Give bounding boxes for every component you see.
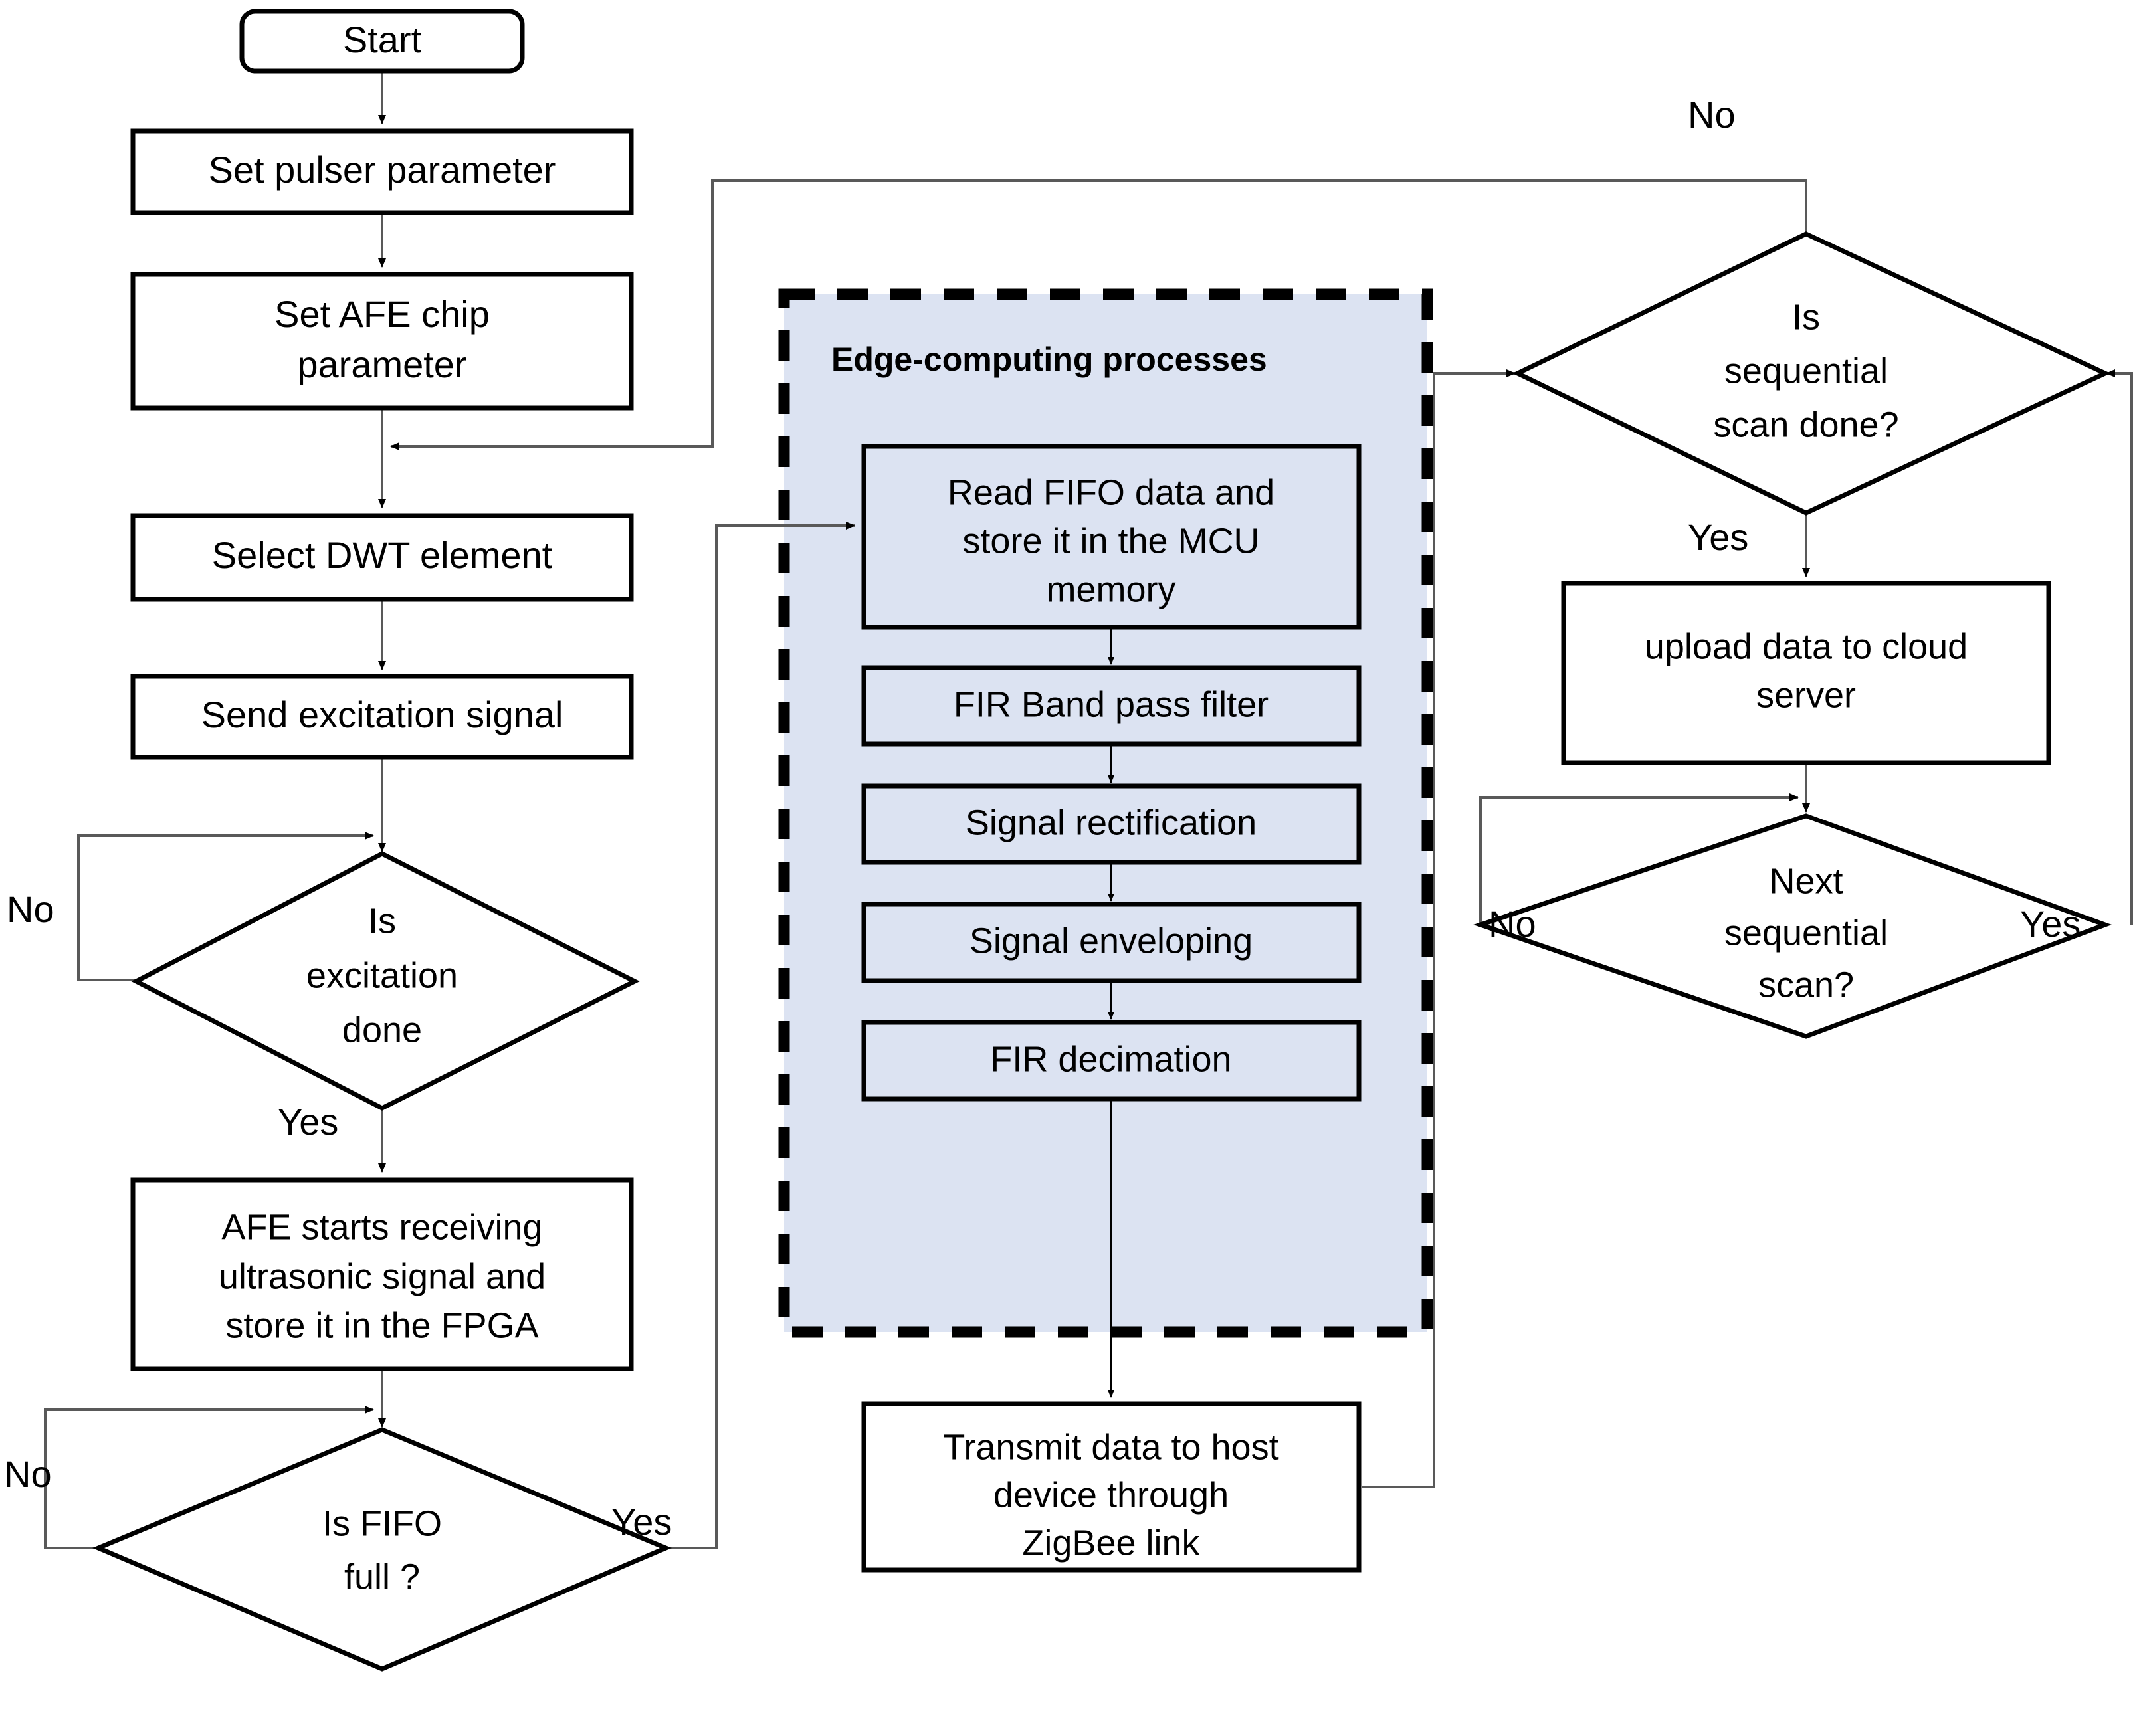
edge-computing-group-title-visible: Edge-computing processes	[831, 341, 1267, 378]
node-next-sequential-scan-line3: scan?	[1758, 965, 1854, 1005]
edge-next-scan-no-loop	[1479, 793, 1799, 925]
node-is-sequential-scan-done[interactable]	[1512, 231, 2111, 516]
node-is-excitation-done[interactable]	[131, 851, 640, 1111]
edge-scan-done-no-to-select-dwt	[390, 179, 1807, 450]
node-afe-receiving-line2: ultrasonic signal and	[219, 1256, 546, 1296]
node-transmit-data-line3: ZigBee link	[1022, 1523, 1200, 1563]
node-read-fifo-line2: store it in the MCU	[962, 521, 1259, 561]
node-is-fifo-full-line1: Is FIFO	[322, 1503, 442, 1543]
node-transmit-data-line2: device through	[993, 1475, 1229, 1515]
edge-label-excitation-yes: Yes	[278, 1101, 338, 1143]
node-read-fifo-line1: Read FIFO data and	[948, 472, 1274, 512]
node-upload-cloud[interactable]	[1561, 581, 2051, 765]
edge-next-scan-yes-to-scan-done	[2106, 369, 2133, 925]
node-is-sequential-scan-done-line2: sequential	[1724, 351, 1888, 391]
node-transmit-data[interactable]	[861, 1401, 1362, 1573]
node-send-excitation[interactable]	[130, 674, 634, 760]
node-afe-receiving[interactable]	[130, 1177, 634, 1371]
edge-label-scan-done-yes: Yes	[1688, 516, 1748, 558]
node-send-excitation-label: Send excitation signal	[201, 694, 563, 735]
node-fir-bandpass-label: FIR Band pass filter	[954, 684, 1269, 724]
node-select-dwt[interactable]	[130, 513, 634, 602]
node-read-fifo[interactable]	[861, 444, 1362, 630]
node-is-fifo-full-line2: full ?	[344, 1557, 420, 1596]
node-set-pulser-label: Set pulser parameter	[209, 149, 556, 191]
node-upload-cloud-line1: upload data to cloud	[1645, 627, 1968, 666]
node-start[interactable]	[239, 9, 525, 74]
node-upload-cloud-line2: server	[1756, 675, 1856, 715]
node-afe-receiving-line1: AFE starts receiving	[221, 1207, 542, 1247]
node-is-excitation-done-line3: done	[342, 1010, 422, 1050]
node-read-fifo-line3: memory	[1046, 569, 1175, 609]
node-transmit-data-line1: Transmit data to host	[943, 1427, 1278, 1467]
node-is-excitation-done-line1: Is	[368, 901, 396, 941]
node-signal-enveloping[interactable]	[861, 902, 1362, 983]
edge-label-fifo-yes: Yes	[611, 1501, 672, 1543]
node-is-sequential-scan-done-line3: scan done?	[1713, 405, 1898, 444]
node-is-excitation-done-line2: excitation	[306, 955, 458, 995]
edge-transmit-data-to-is-sequential-scan-done	[1362, 369, 1516, 1488]
edge-computing-group-border	[778, 288, 1433, 1338]
node-is-fifo-full[interactable]	[92, 1427, 672, 1672]
node-signal-enveloping-label: Signal enveloping	[969, 921, 1253, 961]
node-next-sequential-scan[interactable]	[1473, 813, 2112, 1039]
node-signal-rectification[interactable]	[861, 783, 1362, 865]
node-fir-decimation-label: FIR decimation	[990, 1039, 1231, 1079]
edge-label-next-scan-yes: Yes	[2020, 903, 2081, 945]
edge-label-next-scan-no: No	[1488, 903, 1536, 945]
edge-excitation-no-loop	[77, 832, 374, 981]
node-next-sequential-scan-line2: sequential	[1724, 913, 1888, 953]
node-start-label: Start	[343, 19, 422, 60]
node-is-sequential-scan-done-line1: Is	[1792, 297, 1820, 337]
edge-label-excitation-no: No	[7, 888, 54, 930]
node-set-afe-label-line2: parameter	[297, 343, 466, 385]
node-set-pulser[interactable]	[130, 128, 634, 215]
node-select-dwt-label: Select DWT element	[212, 534, 553, 576]
node-set-afe[interactable]	[130, 272, 634, 411]
node-afe-receiving-line3: store it in the FPGA	[225, 1305, 538, 1345]
node-signal-rectification-label: Signal rectification	[966, 803, 1257, 842]
node-set-afe-label-line1: Set AFE chip	[274, 293, 490, 335]
node-fir-decimation[interactable]	[861, 1020, 1362, 1102]
node-next-sequential-scan-line1: Next	[1769, 861, 1843, 901]
edge-fifo-yes-to-read-fifo	[666, 522, 855, 1549]
node-fir-bandpass[interactable]	[861, 665, 1362, 747]
edge-label-scan-done-no: No	[1688, 94, 1736, 136]
edge-label-fifo-no: No	[4, 1453, 52, 1495]
edge-fifo-no-loop	[44, 1406, 374, 1549]
